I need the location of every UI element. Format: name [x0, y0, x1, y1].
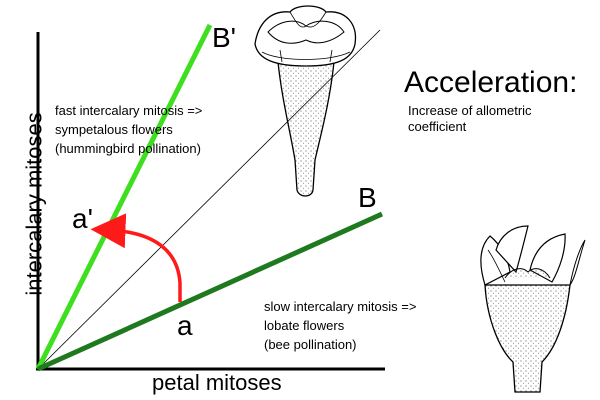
- rotation-arrow: [90, 213, 182, 302]
- fast-text-line: sympetalous flowers: [55, 121, 173, 137]
- diagram-subtitle: Increase of allometric coefficient: [408, 103, 532, 135]
- fast-text-line: (hummingbird pollination): [55, 140, 201, 156]
- x-axis-label: petal mitoses: [152, 370, 282, 395]
- slow-mitosis-text: slow intercalary mitosis => lobate flowe…: [264, 298, 484, 355]
- line-b-prime-label: B': [212, 22, 237, 53]
- line-b-prime: [35, 23, 213, 371]
- sympetalous-flower-illustration: [254, 5, 357, 197]
- fast-text-line: fast intercalary mitosis =>: [55, 103, 203, 118]
- fast-mitosis-text: fast intercalary mitosis => sympetalous …: [55, 102, 295, 159]
- slow-text-line: slow intercalary mitosis =>: [264, 299, 417, 314]
- diagram-title: Acceleration:: [404, 66, 578, 99]
- point-a-label: a: [177, 310, 193, 341]
- slow-text-line: (bee pollination): [264, 336, 357, 352]
- lobate-flower-illustration: [480, 225, 586, 393]
- line-b: [36, 211, 384, 372]
- slow-text-line: lobate flowers: [264, 317, 345, 333]
- y-axis-label: intercalary mitoses: [21, 112, 47, 296]
- line-b-label: B: [358, 182, 377, 213]
- point-a-prime-label: a': [72, 203, 93, 234]
